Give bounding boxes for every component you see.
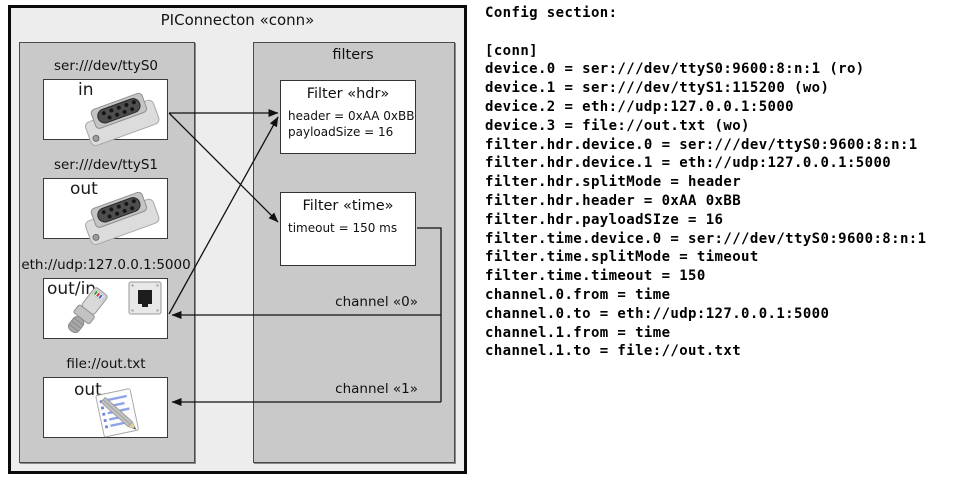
ethernet-jack-icon: [128, 281, 162, 315]
config-line: filter.hdr.splitMode = header: [485, 174, 742, 191]
device-label-file: file://out.txt: [66, 356, 146, 372]
device-direction: in: [78, 80, 94, 100]
config-line: filter.hdr.device.0 = ser:///dev/ttyS0:9…: [485, 136, 918, 153]
channel-1-label: channel «1»: [335, 381, 418, 397]
device-direction: out: [70, 179, 98, 199]
device-label-ttys0: ser:///dev/ttyS0: [54, 58, 158, 74]
filter-hdr-attr-payloadsize: payloadSize = 16: [288, 125, 394, 139]
config-line: filter.hdr.payloadSIze = 16: [485, 211, 724, 228]
filter-box-time: Filter «time» timeout = 150 ms: [280, 192, 416, 266]
device-direction: out: [74, 380, 102, 400]
filters-panel-label: filters: [332, 47, 374, 63]
config-line: channel.0.to = eth://udp:127.0.0.1:5000: [485, 305, 830, 322]
config-line: filter.time.device.0 = ser:///dev/ttyS0:…: [485, 230, 927, 247]
config-line: device.0 = ser:///dev/ttyS0:9600:8:n:1 (…: [485, 61, 865, 78]
config-line: channel.1.to = file://out.txt: [485, 343, 742, 360]
filter-hdr-title: Filter «hdr»: [306, 86, 390, 102]
device-box-file: out: [43, 377, 168, 438]
piconnecton-diagram: PIConnecton «conn» filters ser:///dev/tt…: [8, 5, 467, 474]
config-line: filter.time.splitMode = timeout: [485, 249, 759, 266]
filter-hdr-attr-header: header = 0xAA 0xBB: [288, 109, 415, 123]
device-box-eth: out/in: [43, 278, 168, 339]
config-line: device.2 = eth://udp:127.0.0.1:5000: [485, 98, 795, 115]
config-line: channel.0.from = time: [485, 286, 671, 303]
config-line: filter.time.timeout = 150: [485, 268, 706, 285]
filter-box-hdr: Filter «hdr» header = 0xAA 0xBB payloadS…: [280, 80, 416, 154]
diagram-title: PIConnecton «conn»: [160, 11, 315, 29]
filter-time-attr-timeout: timeout = 150 ms: [288, 221, 398, 235]
config-line: [conn]: [485, 42, 538, 59]
device-label-eth: eth://udp:127.0.0.1:5000: [21, 257, 191, 273]
config-line: channel.1.from = time: [485, 324, 671, 341]
config-heading: Config section:: [485, 5, 618, 21]
device-direction: out/in: [47, 279, 97, 299]
channel-0-label: channel «0»: [335, 294, 418, 310]
config-line: filter.hdr.header = 0xAA 0xBB: [485, 192, 742, 209]
device-box-ttys1: out: [43, 178, 168, 246]
serial-connector-icon: [85, 92, 160, 147]
device-box-ttys0: in: [43, 79, 168, 147]
config-line: device.1 = ser:///dev/ttyS1:115200 (wo): [485, 80, 830, 97]
device-label-ttys1: ser:///dev/ttyS1: [54, 157, 158, 173]
serial-connector-icon: [85, 191, 160, 246]
config-section: Config section: [conn] device.0 = ser://…: [485, 4, 960, 361]
config-line: filter.hdr.device.1 = eth://udp:127.0.0.…: [485, 155, 892, 172]
notepad-pencil-icon: [95, 388, 139, 438]
config-line: device.3 = file://out.txt (wo): [485, 117, 750, 134]
ethernet-plug-icon: [68, 287, 108, 334]
filter-time-title: Filter «time»: [302, 198, 394, 214]
